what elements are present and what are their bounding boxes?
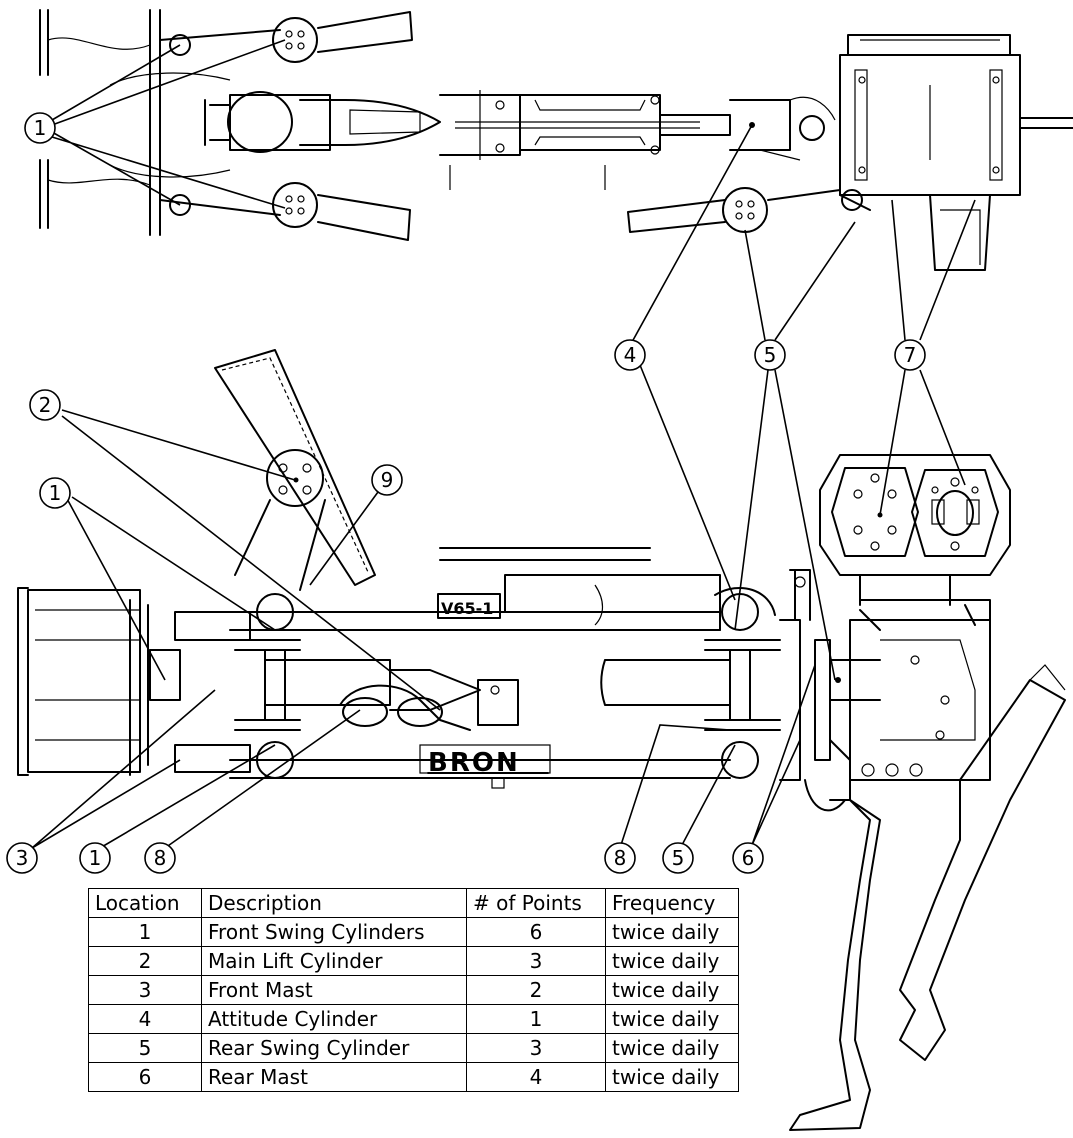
callout-1-top: 1 xyxy=(24,112,56,144)
cell-location: 5 xyxy=(88,1033,202,1063)
svg-text:5: 5 xyxy=(672,846,685,870)
cell-description: Front Mast xyxy=(201,975,467,1005)
table-row: 1 Front Swing Cylinders 6 twice daily xyxy=(88,917,739,947)
cell-frequency: twice daily xyxy=(605,917,739,947)
svg-text:5: 5 xyxy=(764,343,777,367)
svg-text:2: 2 xyxy=(39,393,52,417)
cell-points: 2 xyxy=(466,975,606,1005)
cell-frequency: twice daily xyxy=(605,1062,739,1092)
svg-text:9: 9 xyxy=(381,468,394,492)
side-view-drawing: V65-1 BRON xyxy=(17,349,1066,1131)
table-header-row: Location Description # of Points Frequen… xyxy=(88,888,739,918)
leader-lines xyxy=(31,39,976,849)
table-row: 3 Front Mast 2 twice daily xyxy=(88,975,739,1005)
cell-frequency: twice daily xyxy=(605,946,739,976)
svg-text:3: 3 xyxy=(16,846,29,870)
cell-description: Main Lift Cylinder xyxy=(201,946,467,976)
cell-points: 6 xyxy=(466,917,606,947)
cell-points: 3 xyxy=(466,1033,606,1063)
table-row: 4 Attitude Cylinder 1 twice daily xyxy=(88,1004,739,1034)
callout-4: 4 xyxy=(614,339,646,371)
table-row: 6 Rear Mast 4 twice daily xyxy=(88,1062,739,1092)
callout-9: 9 xyxy=(371,464,403,496)
callout-2: 2 xyxy=(29,389,61,421)
cell-location: 3 xyxy=(88,975,202,1005)
cell-points: 3 xyxy=(466,946,606,976)
cell-location: 4 xyxy=(88,1004,202,1034)
table-row: 2 Main Lift Cylinder 3 twice daily xyxy=(88,946,739,976)
svg-text:1: 1 xyxy=(49,481,62,505)
header-points: # of Points xyxy=(466,888,606,918)
svg-text:4: 4 xyxy=(624,343,637,367)
cell-frequency: twice daily xyxy=(605,975,739,1005)
cell-description: Rear Swing Cylinder xyxy=(201,1033,467,1063)
cell-frequency: twice daily xyxy=(605,1004,739,1034)
svg-text:6: 6 xyxy=(742,846,755,870)
callout-8-left: 8 xyxy=(144,842,176,874)
cell-location: 1 xyxy=(88,917,202,947)
lubrication-schedule-table: Location Description # of Points Frequen… xyxy=(88,888,739,1092)
callout-5-bottom: 5 xyxy=(662,842,694,874)
top-view-drawing xyxy=(39,9,1073,271)
callout-1-bottom: 1 xyxy=(79,842,111,874)
cell-location: 6 xyxy=(88,1062,202,1092)
cell-location: 2 xyxy=(88,946,202,976)
cell-description: Front Swing Cylinders xyxy=(201,917,467,947)
cell-points: 1 xyxy=(466,1004,606,1034)
callout-6: 6 xyxy=(732,842,764,874)
model-plate: V65-1 xyxy=(441,599,493,618)
header-description: Description xyxy=(201,888,467,918)
header-frequency: Frequency xyxy=(605,888,739,918)
svg-text:7: 7 xyxy=(904,343,917,367)
callout-1-side: 1 xyxy=(39,477,71,509)
header-location: Location xyxy=(88,888,202,918)
svg-text:1: 1 xyxy=(34,116,47,140)
cell-description: Attitude Cylinder xyxy=(201,1004,467,1034)
cell-description: Rear Mast xyxy=(201,1062,467,1092)
cell-points: 4 xyxy=(466,1062,606,1092)
callout-5-top: 5 xyxy=(754,339,786,371)
svg-text:1: 1 xyxy=(89,846,102,870)
callout-3: 3 xyxy=(6,842,38,874)
callout-8-right: 8 xyxy=(604,842,636,874)
callout-7: 7 xyxy=(894,339,926,371)
cell-frequency: twice daily xyxy=(605,1033,739,1063)
svg-text:8: 8 xyxy=(614,846,627,870)
svg-text:8: 8 xyxy=(154,846,167,870)
table-row: 5 Rear Swing Cylinder 3 twice daily xyxy=(88,1033,739,1063)
